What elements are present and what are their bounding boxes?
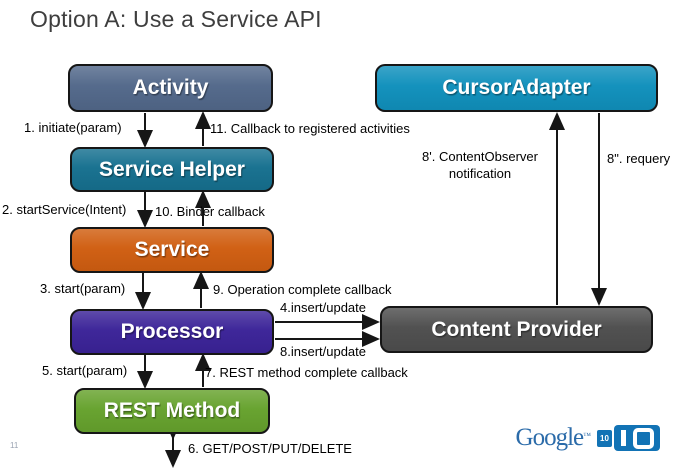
edge-label-operation-complete: 9. Operation complete callback xyxy=(213,282,392,297)
node-cursor-adapter-label: CursorAdapter xyxy=(442,76,591,99)
edge-label-start-5: 5. start(param) xyxy=(42,363,128,378)
trademark-mark: ™ xyxy=(583,431,591,440)
page-number: 11 xyxy=(10,441,19,450)
node-service-helper: Service Helper xyxy=(70,147,274,192)
node-activity: Activity xyxy=(68,64,273,112)
io-year-badge: 10 xyxy=(597,429,612,447)
node-processor: Processor xyxy=(70,309,274,355)
edge-label-start-3: 3. start(param) xyxy=(40,281,126,296)
node-service-label: Service xyxy=(134,238,210,261)
edge-label-requery: 8". requery xyxy=(607,151,671,166)
edge-label-content-observer: 8'. ContentObserver notification xyxy=(400,149,560,183)
google-wordmark: Google™ xyxy=(515,424,591,451)
node-processor-label: Processor xyxy=(120,320,224,343)
node-content-provider-label: Content Provider xyxy=(431,317,602,341)
edge-label-insert-update-8: 8.insert/update xyxy=(280,344,367,359)
edge-label-insert-update-4: 4.insert/update xyxy=(280,300,367,315)
node-service: Service xyxy=(70,227,274,273)
node-content-provider: Content Provider xyxy=(380,306,653,353)
node-rest-method-label: REST Method xyxy=(103,399,241,422)
io-letter-i xyxy=(620,430,626,446)
node-activity-label: Activity xyxy=(132,76,209,99)
edge-label-initiate: 1. initiate(param) xyxy=(24,120,122,135)
slide-title: Option A: Use a Service API xyxy=(30,6,322,32)
io-letter-o xyxy=(632,427,654,449)
edge-label-content-observer-line2: notification xyxy=(448,165,512,181)
edge-label-start-service: 2. startService(Intent) xyxy=(2,202,127,217)
edge-label-http-methods: 6. GET/POST/PUT/DELETE xyxy=(188,441,352,456)
edge-label-rest-complete: 7. REST method complete callback xyxy=(205,365,408,380)
node-rest-method: REST Method xyxy=(74,388,270,434)
edge-label-content-observer-line1: 8'. ContentObserver xyxy=(422,149,538,164)
edge-label-binder-callback: 10. Binder callback xyxy=(155,204,265,219)
node-cursor-adapter: CursorAdapter xyxy=(375,64,658,112)
io-logo-icon xyxy=(614,425,660,451)
edge-label-callback-activities: 11. Callback to registered activities xyxy=(210,121,410,136)
node-service-helper-label: Service Helper xyxy=(99,157,245,181)
google-io-logo: Google™ 10 xyxy=(516,424,660,452)
